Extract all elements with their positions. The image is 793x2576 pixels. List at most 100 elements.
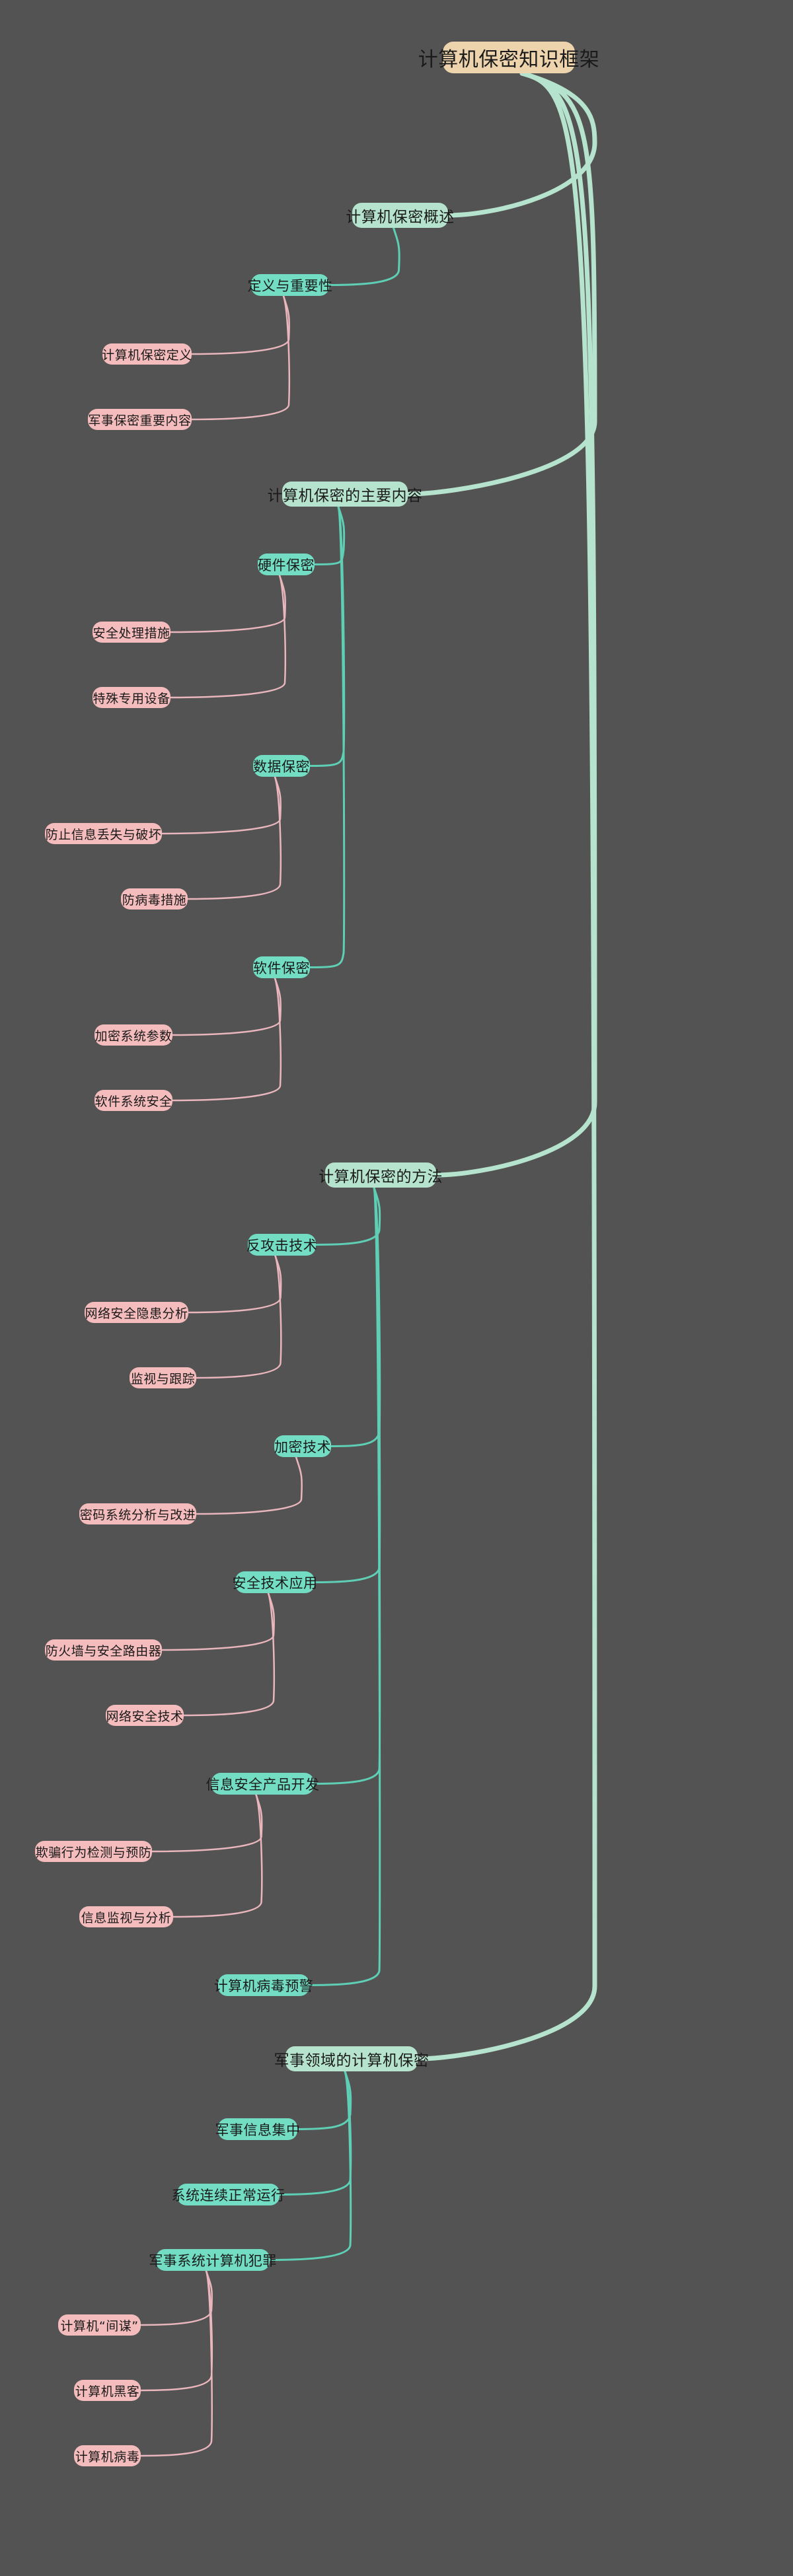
mindmap-edge xyxy=(139,2270,213,2326)
mindmap-edge xyxy=(190,295,290,421)
mindmap-node-label: 软件保密 xyxy=(253,960,310,976)
mindmap-node[interactable]: 硬件保密 xyxy=(258,554,315,575)
mindmap-edge xyxy=(139,2270,213,2392)
mindmap-node[interactable]: 密码系统分析与改进 xyxy=(79,1503,196,1524)
mindmap-edge xyxy=(296,2070,352,2130)
mindmap-node[interactable]: 数据保密 xyxy=(253,755,310,777)
mindmap-node-label: 防火墙与安全路由器 xyxy=(45,1643,162,1659)
mindmap-edge xyxy=(309,505,346,968)
mindmap-node[interactable]: 软件系统安全 xyxy=(94,1090,172,1111)
mindmap-node-label: 硬件保密 xyxy=(258,557,315,573)
mindmap-node-label: 计算机保密的主要内容 xyxy=(267,487,423,505)
mindmap-node[interactable]: 军事领域的计算机保密 xyxy=(274,2046,429,2071)
mindmap-node[interactable]: 反攻击技术 xyxy=(246,1234,318,1256)
mindmap-node[interactable]: 欺骗行为检测与预防 xyxy=(35,1841,152,1862)
mindmap-node[interactable]: 特殊专用设备 xyxy=(93,687,170,708)
mindmap-node-label: 军事保密重要内容 xyxy=(88,413,192,428)
mindmap-edge xyxy=(182,1592,275,1717)
mindmap-edge xyxy=(313,1186,381,1583)
mindmap-node-label: 计算机黑客 xyxy=(75,2384,140,2399)
mindmap-node[interactable]: 防火墙与安全路由器 xyxy=(45,1639,162,1661)
mindmap-node[interactable]: 计算机病毒 xyxy=(74,2445,141,2466)
mindmap-edge xyxy=(309,505,346,767)
mindmap-node[interactable]: 定义与重要性 xyxy=(248,274,332,296)
mindmap-node-label: 军事领域的计算机保密 xyxy=(274,2052,430,2069)
mindmap-node-label: 加密系统参数 xyxy=(94,1028,172,1044)
mindmap-node[interactable]: 军事保密重要内容 xyxy=(88,409,192,430)
mindmap-node-label: 特殊专用设备 xyxy=(93,691,170,706)
mindmap-node[interactable]: 计算机病毒预警 xyxy=(214,1974,313,1996)
mindmap-node-label: 防止信息丢失与破坏 xyxy=(45,827,162,842)
mindmap-edge xyxy=(151,1793,263,1853)
mindmap-edge xyxy=(405,71,597,497)
mindmap-node[interactable]: 加密技术 xyxy=(274,1435,331,1457)
mindmap-edge xyxy=(169,574,286,633)
mindmap-node[interactable]: 网络安全技术 xyxy=(106,1705,184,1726)
mindmap-node-label: 军事信息集中 xyxy=(215,2122,301,2138)
mindmap-node[interactable]: 计算机保密概述 xyxy=(346,203,454,228)
mindmap-node-label: 加密技术 xyxy=(274,1439,331,1455)
mindmap-node[interactable]: 防病毒措施 xyxy=(121,888,188,910)
mindmap-node[interactable]: 监视与跟踪 xyxy=(130,1367,196,1388)
mindmap-node-label: 反攻击技术 xyxy=(246,1237,318,1254)
mindmap-edge xyxy=(415,71,597,2061)
mindmap-node-label: 信息安全产品开发 xyxy=(206,1776,320,1793)
mindmap-node[interactable]: 信息安全产品开发 xyxy=(206,1773,319,1795)
mindmap-edge xyxy=(308,1186,381,1986)
mindmap-node-label: 软件系统安全 xyxy=(94,1094,172,1109)
mindmap-node-label: 计算机保密定义 xyxy=(102,347,192,363)
mindmap-node-label: 计算机保密概述 xyxy=(346,209,455,226)
mindmap-node-label: 监视与跟踪 xyxy=(130,1371,196,1386)
mindmap-node[interactable]: 军事信息集中 xyxy=(215,2118,300,2140)
mindmap-node-label: 安全处理措施 xyxy=(93,626,170,641)
mindmap-edge xyxy=(171,977,282,1036)
mindmap-edge xyxy=(313,505,346,565)
mindmap-root-node[interactable]: 计算机保密知识框架 xyxy=(418,42,599,73)
mindmap-node[interactable]: 安全处理措施 xyxy=(93,622,170,643)
mindmap-node-label: 计算机保密的方法 xyxy=(319,1168,443,1186)
mindmap-node-label: 计算机“间谋” xyxy=(60,2318,139,2334)
mindmap-node[interactable]: 军事系统计算机犯罪 xyxy=(149,2249,276,2271)
mindmap-edge xyxy=(169,574,286,699)
mindmap-edge xyxy=(330,1186,381,1447)
mindmap-edge xyxy=(445,71,597,218)
mindmap-node[interactable]: 加密系统参数 xyxy=(94,1024,172,1046)
mindmap-node-label: 军事系统计算机犯罪 xyxy=(149,2252,277,2269)
mindmap-node-label: 计算机保密知识框架 xyxy=(418,48,600,71)
mindmap-node[interactable]: 计算机保密的主要内容 xyxy=(268,482,422,507)
mindmap-edge xyxy=(186,775,282,900)
mindmap-node-label: 定义与重要性 xyxy=(247,277,333,294)
mindmap-node[interactable]: 软件保密 xyxy=(253,956,310,978)
mindmap-edge xyxy=(171,977,282,1102)
mindmap-node-label: 计算机病毒 xyxy=(75,2449,140,2464)
mindmap-edge xyxy=(161,1592,275,1651)
mindmap-node[interactable]: 信息监视与分析 xyxy=(79,1906,173,1927)
mindmap-edge xyxy=(190,295,290,355)
mindmap-edge xyxy=(172,1793,263,1918)
mindmap-node[interactable]: 计算机黑客 xyxy=(74,2380,141,2401)
mindmap-node[interactable]: 网络安全隐患分析 xyxy=(85,1302,188,1323)
mindmap-node[interactable]: 安全技术应用 xyxy=(233,1571,317,1593)
mindmap-node-label: 密码系统分析与改进 xyxy=(79,1507,196,1522)
mindmap-edge xyxy=(139,2270,213,2457)
mindmap-edge xyxy=(195,1254,282,1379)
mindmap-edge xyxy=(313,1186,381,1785)
mindmap-node[interactable]: 计算机保密定义 xyxy=(102,343,192,365)
mindmap-node-label: 数据保密 xyxy=(253,758,310,775)
mindmap-node-label: 信息监视与分析 xyxy=(81,1910,172,1925)
mindmap-edge xyxy=(434,71,597,1178)
mindmap-node-label: 网络安全技术 xyxy=(106,1709,184,1724)
mindmap-edge xyxy=(328,227,400,286)
mindmap-node[interactable]: 计算机保密的方法 xyxy=(319,1163,443,1188)
mindmap-node[interactable]: 防止信息丢失与破坏 xyxy=(45,823,162,844)
mindmap-node-label: 欺骗行为检测与预防 xyxy=(35,1845,152,1860)
mindmap-edge xyxy=(161,775,282,835)
mindmap-edge xyxy=(195,1456,303,1515)
mindmap-node-label: 计算机病毒预警 xyxy=(213,1978,314,1994)
mindmap-edge xyxy=(187,1254,282,1314)
mindmap-node[interactable]: 计算机“间谋” xyxy=(58,2314,141,2336)
mindmap-node[interactable]: 系统连续正常运行 xyxy=(172,2184,285,2205)
mindmap-node-label: 网络安全隐患分析 xyxy=(85,1306,188,1321)
